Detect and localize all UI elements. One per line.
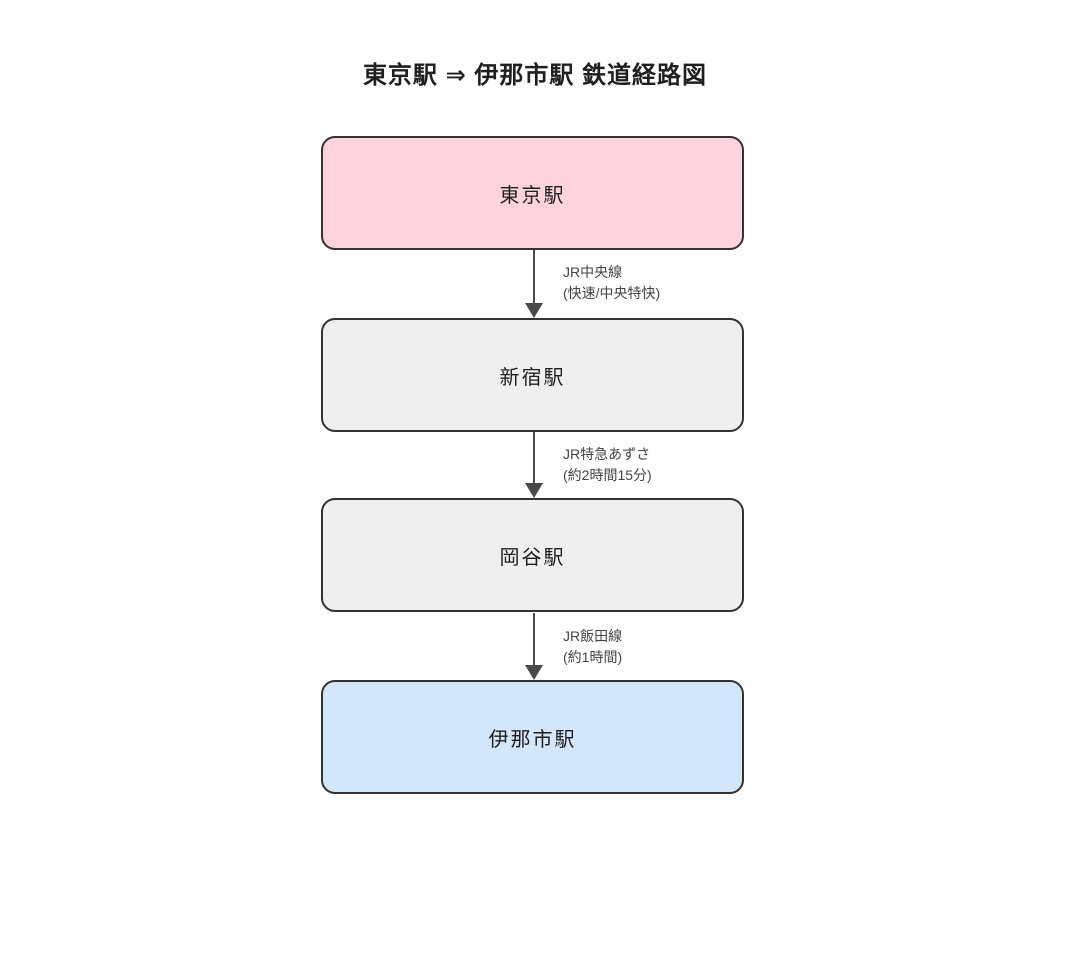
edge-label: JR特急あずさ (約2時間15分) — [563, 444, 652, 486]
node-label: 伊那市駅 — [488, 728, 577, 751]
arrow-down-icon — [525, 665, 543, 680]
arrow-down-icon — [525, 483, 543, 498]
node-shinjuku-station: 新宿駅 — [321, 318, 744, 432]
edge-label-line1: JR中央線 — [563, 264, 623, 280]
edge-label-line2: (約2時間15分) — [563, 467, 652, 483]
edge-label: JR飯田線 (約1時間) — [563, 626, 622, 668]
diagram-title: 東京駅 ⇒ 伊那市駅 鉄道経路図 — [362, 62, 708, 89]
edge-label-line2: (快速/中央特快) — [563, 285, 661, 301]
node-label: 東京駅 — [499, 184, 566, 207]
node-label: 岡谷駅 — [499, 546, 566, 569]
node-inashi-station: 伊那市駅 — [321, 680, 744, 794]
arrow-down-icon — [525, 303, 543, 318]
edge-label-line1: JR飯田線 — [563, 628, 623, 644]
edge-label-line1: JR特急あずさ — [563, 446, 651, 462]
node-tokyo-station: 東京駅 — [321, 136, 744, 250]
edge-label-line2: (約1時間) — [563, 649, 623, 665]
node-okaya-station: 岡谷駅 — [321, 498, 744, 612]
edge-label: JR中央線 (快速/中央特快) — [563, 262, 660, 304]
edge-line — [533, 432, 535, 483]
node-label: 新宿駅 — [499, 366, 566, 389]
edge-line — [533, 613, 535, 665]
edge-line — [533, 250, 535, 303]
